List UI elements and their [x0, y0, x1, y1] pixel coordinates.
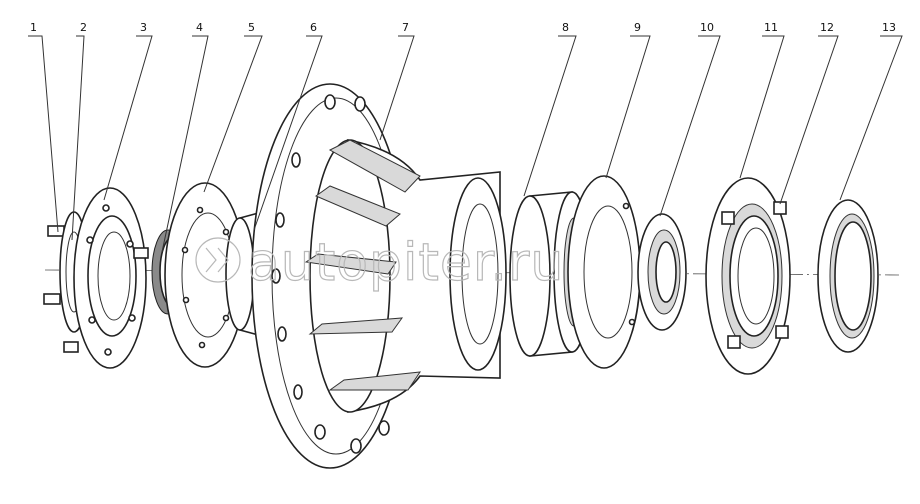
callout-4: 4 — [196, 21, 203, 34]
callout-5: 5 — [248, 21, 255, 34]
watermark-text: autopiter.ru — [248, 233, 564, 293]
callout-10: 10 — [700, 21, 714, 34]
part-9-spacer-ring — [567, 175, 641, 369]
callout-7: 7 — [402, 21, 409, 34]
callout-12: 12 — [820, 21, 834, 34]
callout-9: 9 — [634, 21, 641, 34]
callout-labels: 1 2 3 4 5 6 7 8 9 10 11 12 13 — [30, 21, 896, 34]
callout-3: 3 — [140, 21, 147, 34]
part-11-outer-ring — [705, 177, 791, 375]
callout-6: 6 — [310, 21, 317, 34]
callout-11: 11 — [764, 21, 778, 34]
part-3-flange-plate — [73, 187, 147, 369]
callout-2: 2 — [80, 21, 87, 34]
callout-13: 13 — [882, 21, 896, 34]
part-10-seal-ring — [637, 213, 687, 331]
part-12-studs — [721, 201, 789, 349]
leader-lines — [28, 35, 903, 253]
part-7-hub-body — [251, 83, 507, 469]
callout-1: 1 — [30, 21, 37, 34]
part-13-retaining-ring — [817, 199, 879, 353]
part-5-gasket — [164, 182, 246, 368]
watermark: autopiter.ru — [195, 232, 564, 294]
callout-8: 8 — [562, 21, 569, 34]
